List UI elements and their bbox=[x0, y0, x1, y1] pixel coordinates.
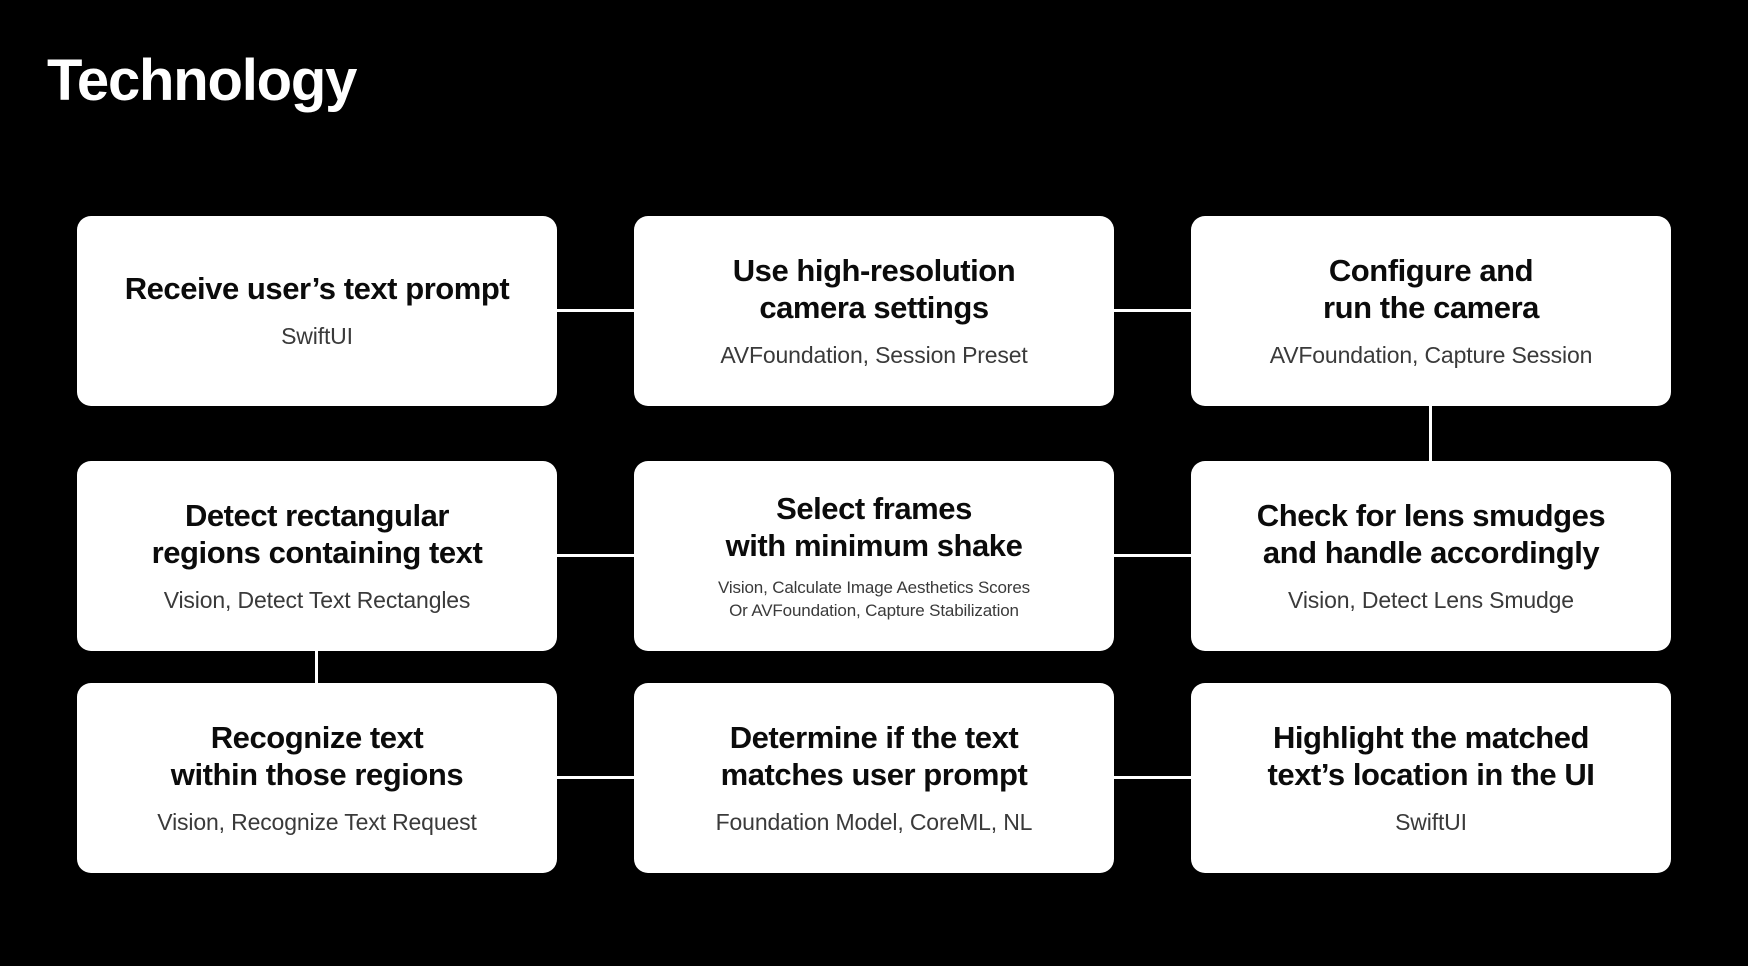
connector-row3-col2-col3 bbox=[1114, 776, 1191, 779]
card-check-lens-smudges[interactable]: Check for lens smudges and handle accord… bbox=[1191, 461, 1671, 651]
card-subtitle: SwiftUI bbox=[281, 322, 353, 349]
card-title: Receive user’s text prompt bbox=[124, 271, 510, 307]
card-subtitle: Vision, Detect Text Rectangles bbox=[163, 586, 471, 613]
card-subtitle: AVFoundation, Session Preset bbox=[720, 341, 1028, 368]
connector-row1-col2-col3 bbox=[1114, 309, 1191, 312]
card-receive-prompt[interactable]: Receive user’s text prompt SwiftUI bbox=[77, 216, 557, 406]
card-highlight-match[interactable]: Highlight the matched text’s location in… bbox=[1191, 683, 1671, 873]
card-select-frames[interactable]: Select frames with minimum shake Vision,… bbox=[634, 461, 1114, 651]
flow-diagram-grid: Receive user’s text prompt SwiftUI Use h… bbox=[77, 216, 1671, 906]
card-high-resolution-camera[interactable]: Use high-resolution camera settings AVFo… bbox=[634, 216, 1114, 406]
connector-row1-col1-col2 bbox=[557, 309, 634, 312]
card-subtitle: Foundation Model, CoreML, NL bbox=[715, 808, 1033, 835]
connector-col1-row2-row3 bbox=[315, 651, 318, 706]
card-title: Detect rectangular regions containing te… bbox=[151, 497, 483, 571]
card-title: Highlight the matched text’s location in… bbox=[1267, 719, 1595, 793]
card-title: Use high-resolution camera settings bbox=[732, 252, 1016, 326]
card-subtitle: SwiftUI bbox=[1395, 808, 1467, 835]
card-subtitle: Vision, Calculate Image Aesthetics Score… bbox=[718, 577, 1030, 620]
card-title: Select frames with minimum shake bbox=[725, 490, 1023, 564]
connector-row2-col2-col3 bbox=[1114, 554, 1191, 557]
card-subtitle: Vision, Recognize Text Request bbox=[157, 808, 477, 835]
card-title: Determine if the text matches user promp… bbox=[720, 719, 1028, 793]
card-title: Recognize text within those regions bbox=[170, 719, 464, 793]
card-detect-rectangular-regions[interactable]: Detect rectangular regions containing te… bbox=[77, 461, 557, 651]
card-recognize-text[interactable]: Recognize text within those regions Visi… bbox=[77, 683, 557, 873]
card-subtitle: Vision, Detect Lens Smudge bbox=[1288, 586, 1574, 613]
connector-row3-col1-col2 bbox=[557, 776, 634, 779]
card-title: Configure and run the camera bbox=[1323, 252, 1539, 326]
page-title: Technology bbox=[47, 48, 357, 113]
card-title: Check for lens smudges and handle accord… bbox=[1256, 497, 1606, 571]
card-configure-run-camera[interactable]: Configure and run the camera AVFoundatio… bbox=[1191, 216, 1671, 406]
card-subtitle: AVFoundation, Capture Session bbox=[1269, 341, 1593, 368]
connector-row2-col1-col2 bbox=[557, 554, 634, 557]
connector-col3-row1-row2 bbox=[1429, 406, 1432, 461]
card-determine-match[interactable]: Determine if the text matches user promp… bbox=[634, 683, 1114, 873]
